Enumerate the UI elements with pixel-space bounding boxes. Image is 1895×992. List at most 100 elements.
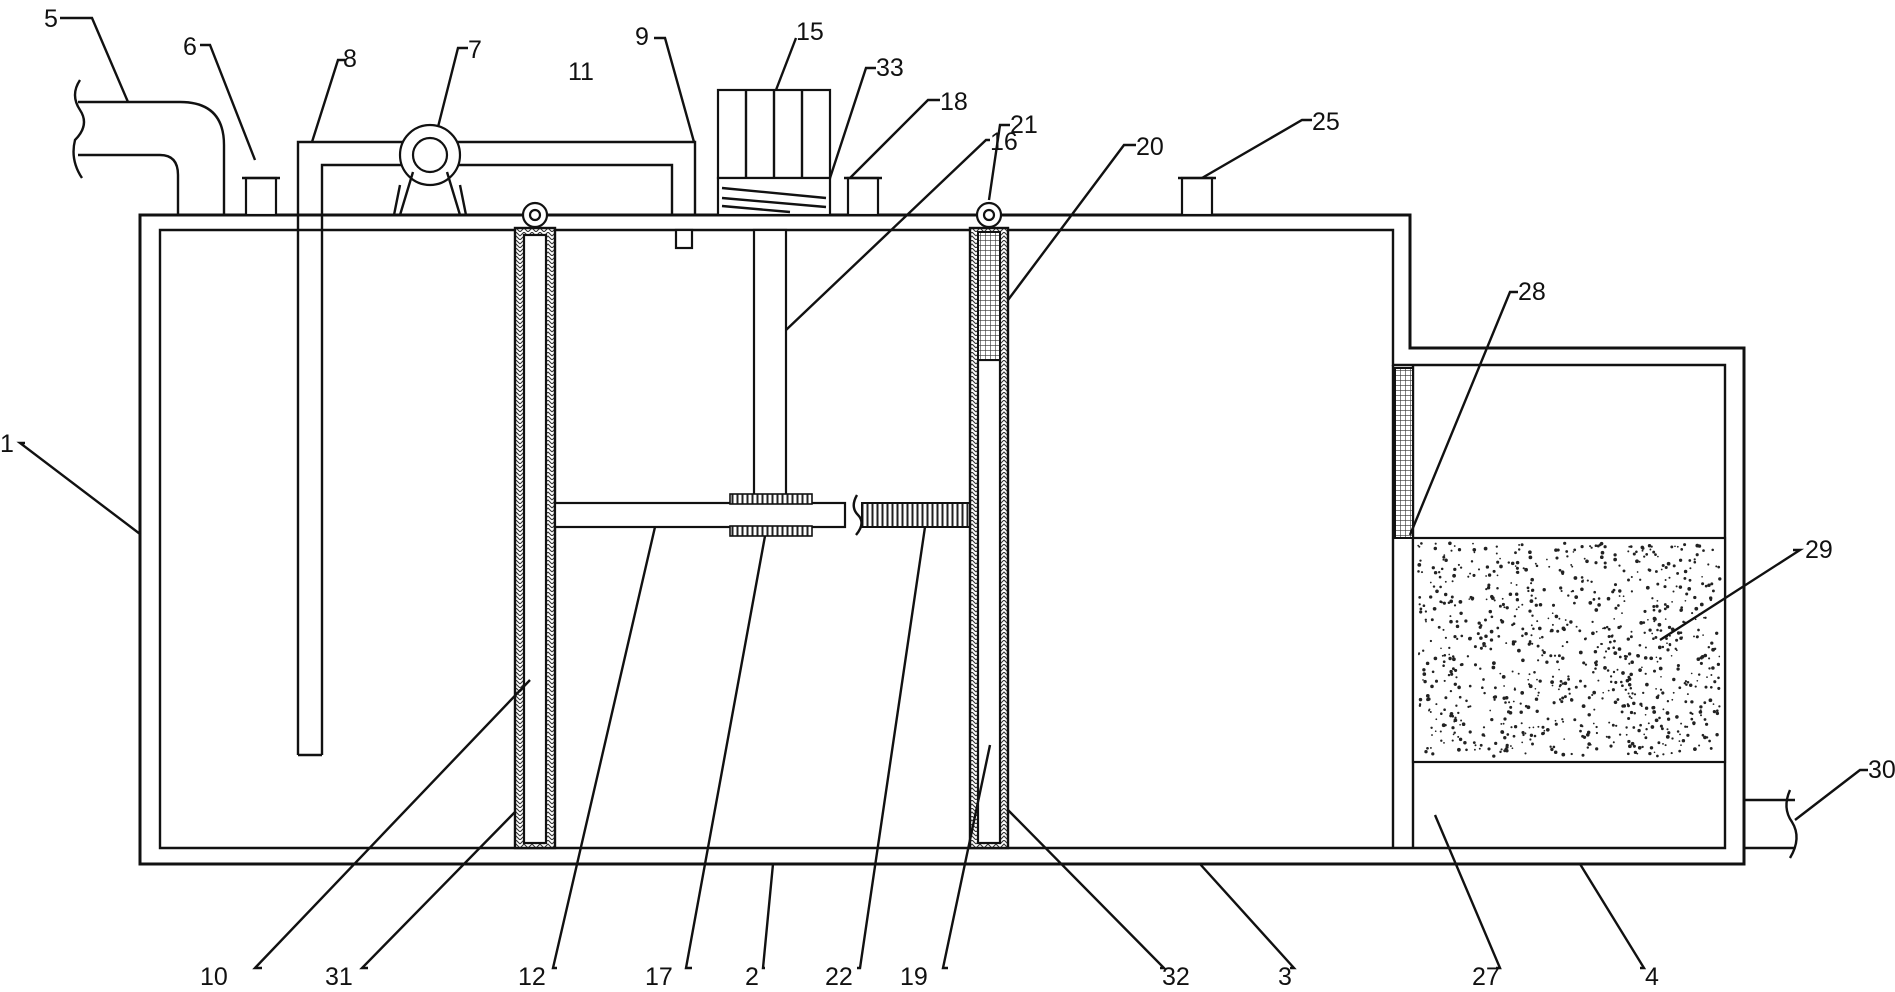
filter-media-grain xyxy=(1503,606,1506,609)
filter-media-grain xyxy=(1659,688,1663,691)
filter-media-grain xyxy=(1661,691,1665,695)
gear-rack xyxy=(852,494,971,536)
filter-media-grain xyxy=(1483,691,1486,695)
filter-media-grain xyxy=(1619,625,1622,628)
filter-media-grain xyxy=(1473,551,1476,554)
filter-media-grain xyxy=(1505,642,1508,645)
filter-media-grain xyxy=(1641,666,1643,669)
filter-media-grain xyxy=(1627,550,1630,553)
filter-media-grain xyxy=(1512,700,1515,703)
filter-media-grain xyxy=(1666,700,1670,703)
filter-media-grain xyxy=(1597,603,1601,607)
filter-media-grain xyxy=(1514,592,1519,596)
filter-media-grain xyxy=(1433,546,1438,551)
filter-media-grain xyxy=(1681,739,1686,743)
filter-media-grain xyxy=(1435,589,1439,594)
filter-media-grain xyxy=(1483,546,1488,551)
filter-media-grain xyxy=(1515,598,1520,602)
filter-media-grain xyxy=(1505,746,1508,749)
filter-media-grain xyxy=(1581,753,1585,757)
filter-media-grain xyxy=(1679,636,1683,640)
filter-media-grain xyxy=(1609,744,1613,748)
filter-media-grain xyxy=(1606,596,1611,601)
filter-media-grain xyxy=(1570,698,1573,700)
filter-media-grain xyxy=(1675,715,1679,719)
filter-media-grain xyxy=(1551,675,1555,678)
filter-media-grain xyxy=(1501,602,1505,607)
filter-media-grain xyxy=(1662,742,1664,745)
filter-media-grain xyxy=(1457,735,1460,738)
filter-media-grain xyxy=(1561,656,1565,660)
filter-media-grain xyxy=(1627,739,1631,744)
filter-media-grain xyxy=(1654,553,1657,556)
filter-media-grain xyxy=(1460,634,1464,638)
filter-media-grain xyxy=(1453,567,1457,572)
filter-media-grain xyxy=(1491,665,1496,670)
filter-media-grain xyxy=(1509,745,1512,747)
filter-media-grain xyxy=(1623,600,1626,603)
filter-media-grain xyxy=(1508,701,1511,704)
filter-media-grain xyxy=(1715,711,1720,716)
filter-media-grain xyxy=(1545,727,1550,732)
filter-media-grain xyxy=(1424,750,1428,754)
filter-media-grain xyxy=(1648,628,1652,632)
filter-media-grain xyxy=(1439,730,1442,733)
filter-media-grain xyxy=(1653,669,1656,673)
filter-media-grain xyxy=(1596,544,1600,548)
filter-media-grain xyxy=(1639,702,1643,706)
filter-media-grain xyxy=(1680,548,1684,551)
filter-media-grain xyxy=(1631,692,1634,695)
filter-media-grain xyxy=(1477,621,1481,625)
filter-media-grain xyxy=(1513,615,1517,618)
filter-media-grain xyxy=(1607,627,1611,631)
filter-media-grain xyxy=(1718,577,1722,581)
filter-media-grain xyxy=(1593,590,1597,594)
filter-media-grain xyxy=(1510,561,1515,566)
filter-media-grain xyxy=(1693,747,1697,751)
filter-media-grain xyxy=(1561,626,1566,631)
filter-media-grain xyxy=(1529,599,1534,603)
filter-media-grain xyxy=(1578,629,1582,633)
filter-media-grain xyxy=(1628,545,1631,548)
filter-media-grain xyxy=(1565,640,1569,644)
filter-media-grain xyxy=(1562,753,1565,756)
filter-media-grain xyxy=(1520,543,1524,547)
filter-media-grain xyxy=(1528,684,1533,689)
filter-media-grain xyxy=(1644,706,1649,710)
filter-media-grain xyxy=(1643,555,1646,558)
filter-media-grain xyxy=(1587,696,1591,700)
filter-media-grain xyxy=(1426,746,1429,750)
filter-media-grain xyxy=(1509,705,1513,709)
top-port-middle xyxy=(844,176,882,217)
filter-media-grain xyxy=(1676,631,1681,635)
filter-media-grain xyxy=(1450,595,1454,599)
filter-media-grain xyxy=(1493,698,1496,701)
filter-media-grain xyxy=(1591,693,1594,697)
filter-media-grain xyxy=(1686,681,1690,684)
filter-media-grain xyxy=(1495,552,1498,555)
filter-media-grain xyxy=(1536,678,1538,681)
filter-media-grain xyxy=(1693,558,1696,561)
filter-media-grain xyxy=(1448,653,1451,656)
filter-media-grain xyxy=(1656,599,1659,602)
filter-media-grain xyxy=(1472,741,1476,744)
filter-media-grain xyxy=(1494,741,1498,746)
filter-media-grain xyxy=(1489,629,1494,634)
filter-media-grain xyxy=(1676,571,1680,575)
filter-media-grain xyxy=(1658,716,1661,720)
filter-media-grain xyxy=(1659,724,1663,728)
filter-media-grain xyxy=(1479,624,1483,627)
label-32: 32 xyxy=(1162,963,1190,991)
filter-media-grain xyxy=(1534,697,1539,701)
label-9: 9 xyxy=(635,23,649,51)
filter-media-grain xyxy=(1557,654,1561,658)
aeration-pipe xyxy=(296,140,697,757)
filter-media-grain xyxy=(1561,572,1565,575)
filter-media-grain xyxy=(1635,559,1639,564)
filter-media-grain xyxy=(1622,595,1625,598)
filter-media-grain xyxy=(1707,645,1711,649)
filter-media-grain xyxy=(1588,601,1593,605)
filter-media-grain xyxy=(1443,679,1446,682)
filter-media-grain xyxy=(1505,743,1509,747)
filter-media-grain xyxy=(1522,733,1525,737)
